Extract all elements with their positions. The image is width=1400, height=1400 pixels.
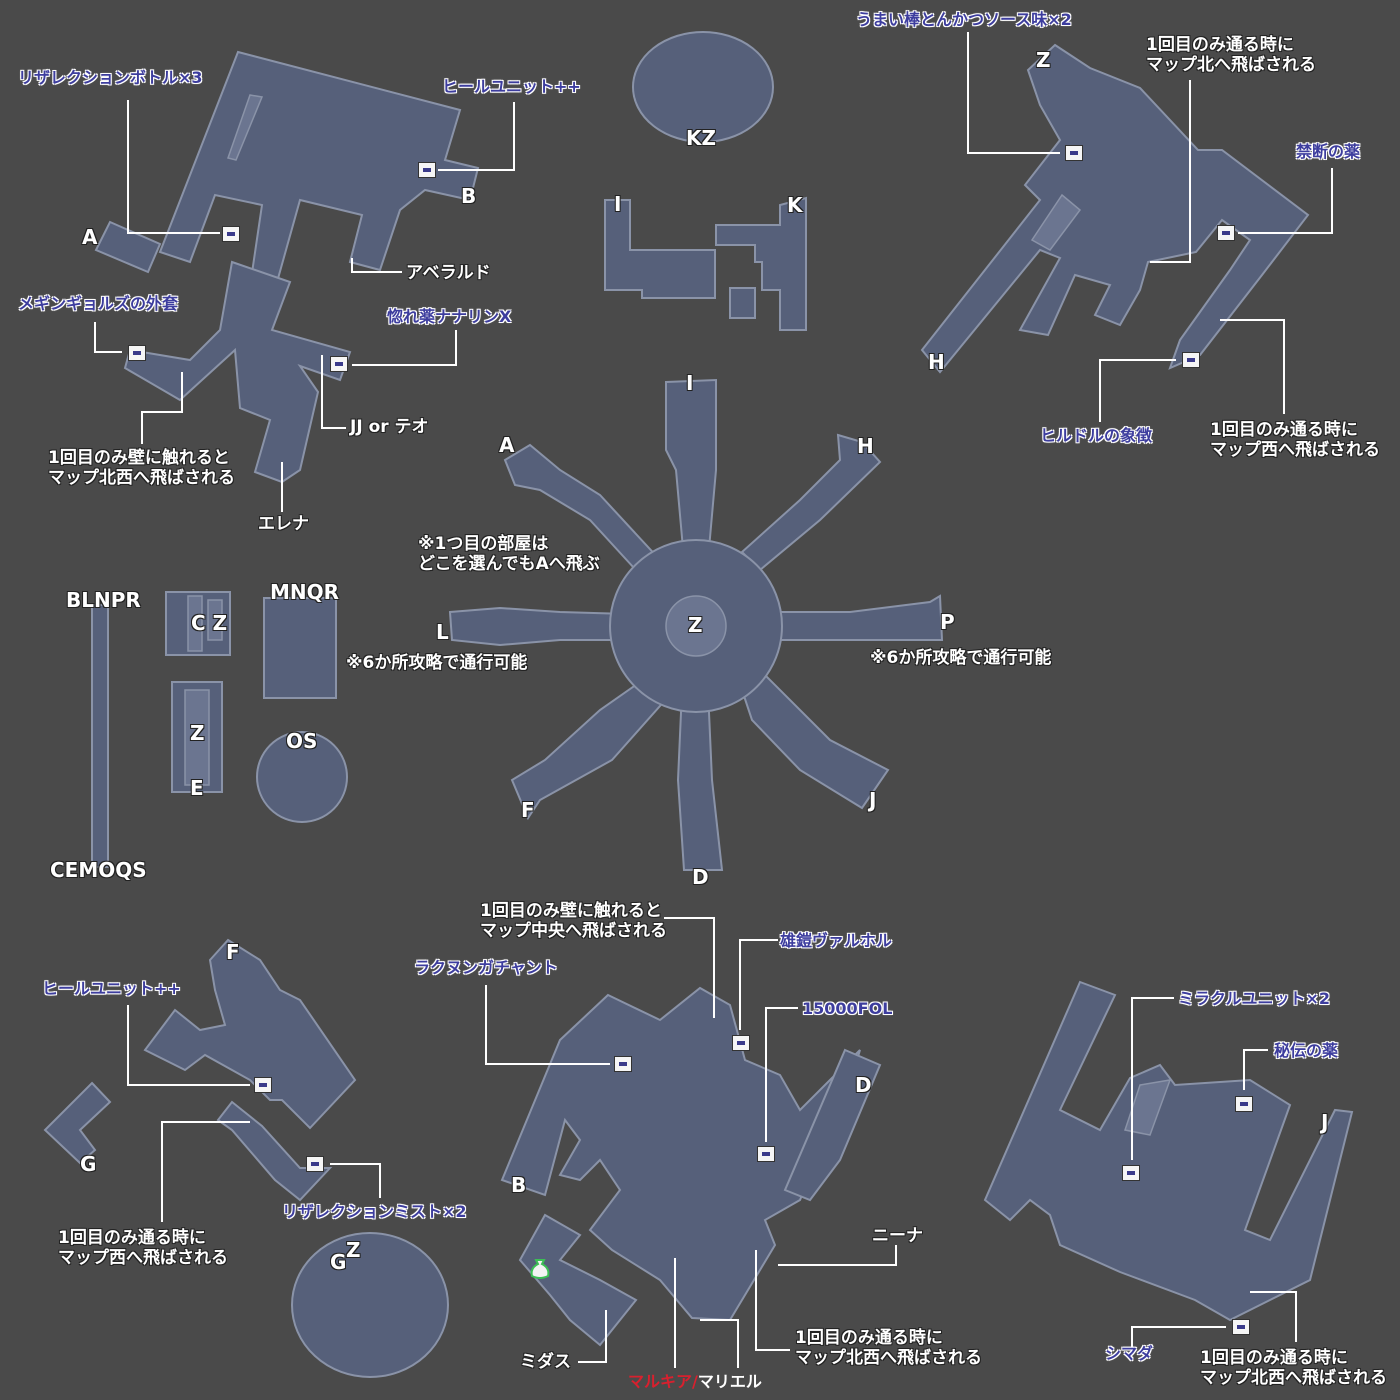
chest-icon[interactable]	[1217, 225, 1235, 241]
item-label: うまい棒とんかつソース味×2	[856, 10, 1072, 29]
item-label: 惚れ薬ナナリンX	[387, 307, 512, 326]
npc-label: ニーナ	[872, 1226, 923, 1246]
map-top-center	[604, 31, 807, 331]
node-label: D	[855, 1073, 872, 1097]
node-label: D	[692, 865, 709, 889]
item-label: リザレクションミスト×2	[282, 1202, 467, 1221]
map-bottom-right	[983, 980, 1354, 1322]
item-label: 秘伝の薬	[1274, 1041, 1339, 1060]
node-label: B	[461, 184, 477, 208]
item-label: シマダ	[1105, 1344, 1154, 1363]
chest-icon[interactable]	[1232, 1319, 1250, 1335]
chest-icon[interactable]	[1235, 1096, 1253, 1112]
item-label: 雄鎧ヴァルホル	[780, 931, 893, 950]
node-label: G	[80, 1152, 97, 1176]
chest-icon[interactable]	[222, 226, 240, 242]
area-label: BLNPR	[66, 588, 141, 612]
npc-label: アベラルド	[406, 263, 491, 283]
item-label: メギンギョルズの外套	[18, 294, 179, 313]
hub-note: ※1つ目の部屋はどこを選んでもAへ飛ぶ	[418, 534, 600, 574]
node-label: J	[869, 788, 877, 812]
mnqr-note: ※6か所攻略で通行可能	[346, 653, 528, 673]
brand-watermark: マルキア/マリエル	[628, 1372, 762, 1391]
node-label: Z	[346, 1238, 361, 1262]
item-label: ヒルドルの象徴	[1040, 426, 1153, 445]
warp-note: 1回目のみ通る時にマップ北西へ飛ばされる	[795, 1328, 982, 1368]
area-label: C Z	[191, 611, 228, 635]
area-label: OS	[286, 729, 318, 753]
node-label: KZ	[686, 126, 716, 150]
node-label: A	[82, 225, 98, 249]
node-label: G	[330, 1250, 347, 1274]
node-label: A	[499, 433, 515, 457]
npc-label: JJ or テオ	[350, 417, 429, 437]
node-label: Z	[1036, 48, 1051, 72]
area-label: Z	[190, 721, 205, 745]
item-label: ヒールユニット++	[442, 77, 581, 96]
map-bottom-center	[500, 986, 882, 1347]
chest-icon[interactable]	[1122, 1165, 1140, 1181]
node-label: H	[857, 434, 874, 458]
npc-label: エレナ	[258, 514, 309, 534]
warp-note: 1回目のみ通る時にマップ西へ飛ばされる	[58, 1228, 228, 1268]
map-hub	[448, 378, 944, 871]
chest-icon[interactable]	[254, 1077, 272, 1093]
chest-icon[interactable]	[757, 1146, 775, 1162]
warp-note: 1回目のみ通る時にマップ西へ飛ばされる	[1210, 420, 1380, 460]
node-label: K	[787, 193, 803, 217]
leader-lines	[94, 32, 1333, 1368]
node-label: Z	[688, 613, 703, 637]
map-bottom-left	[43, 938, 449, 1378]
node-label: I	[614, 192, 622, 216]
chest-icon[interactable]	[128, 345, 146, 361]
map-top-right	[920, 43, 1310, 374]
bag-icon[interactable]	[529, 1256, 551, 1280]
node-label: F	[521, 798, 535, 822]
warp-note: 1回目のみ壁に触れるとマップ中央へ飛ばされる	[480, 901, 667, 941]
node-label: H	[928, 350, 945, 374]
map-middle-left	[91, 591, 348, 868]
node-label: J	[1321, 1110, 1329, 1134]
node-label: B	[511, 1173, 527, 1197]
warp-note: 1回目のみ通る時にマップ北へ飛ばされる	[1146, 35, 1316, 75]
item-label: ミラクルユニット×2	[1178, 989, 1331, 1008]
chest-icon[interactable]	[330, 356, 348, 372]
chest-icon[interactable]	[306, 1156, 324, 1172]
item-label: ラクヌンガチャント	[414, 958, 558, 977]
area-label: MNQR	[270, 580, 340, 604]
node-label: F	[226, 940, 240, 964]
area-label: CEMOQS	[50, 858, 147, 882]
chest-icon[interactable]	[418, 162, 436, 178]
node-label: I	[686, 371, 694, 395]
npc-label: ミダス	[520, 1352, 571, 1372]
item-label: 15000FOL	[802, 999, 893, 1018]
area-label: E	[190, 776, 204, 800]
node-label: P	[940, 610, 955, 634]
item-label: 禁断の薬	[1296, 142, 1361, 161]
warp-note: 1回目のみ壁に触れるとマップ北西へ飛ばされる	[48, 448, 235, 488]
chest-icon[interactable]	[1182, 352, 1200, 368]
item-label: リザレクションボトル×3	[18, 68, 203, 87]
chest-icon[interactable]	[614, 1056, 632, 1072]
warp-note: 1回目のみ通る時にマップ北西へ飛ばされる	[1200, 1348, 1387, 1388]
item-label: ヒールユニット++	[42, 979, 181, 998]
chest-icon[interactable]	[1065, 145, 1083, 161]
node-label: L	[436, 620, 449, 644]
hub-note-l: ※6か所攻略で通行可能	[870, 648, 1052, 668]
chest-icon[interactable]	[732, 1035, 750, 1051]
